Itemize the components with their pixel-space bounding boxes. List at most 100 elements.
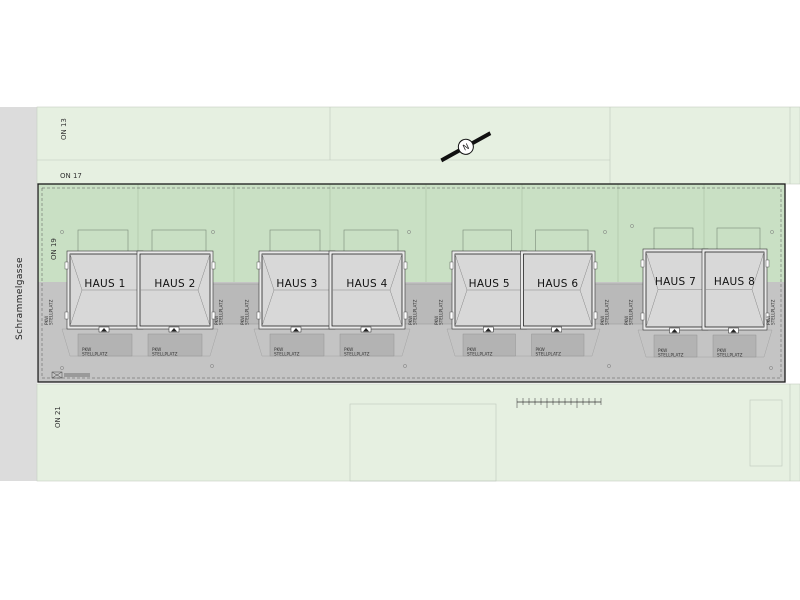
parking-label: PKW (82, 347, 91, 352)
window (256, 311, 261, 320)
roof-hip (389, 289, 403, 327)
roof-hip (579, 253, 593, 291)
entrance-arrow-icon (171, 328, 177, 332)
parking-space (147, 333, 203, 357)
parking-space (462, 333, 516, 357)
roof-hip (69, 253, 83, 291)
parking-label: PKW (536, 347, 545, 352)
parking-label: STELLPLATZ (658, 353, 684, 358)
entrance-arrow-icon (293, 328, 299, 332)
neighbor-label-upper: ON 17 (60, 172, 82, 180)
legend-text-block (64, 373, 90, 377)
roof-hip (454, 253, 468, 291)
parking-label: PKW (408, 316, 413, 325)
plot-inner-dash (41, 187, 782, 379)
neighbor-label-bottom: ON 21 (54, 406, 62, 428)
window (403, 261, 408, 270)
roof-hip (261, 253, 275, 291)
parking-label: PKW (467, 347, 476, 352)
house-label: HAUS 7 (655, 276, 696, 288)
parking-space (77, 333, 133, 357)
side-path (403, 283, 454, 325)
house: HAUS 6 (520, 250, 598, 333)
entrance-arrow-icon (730, 329, 737, 333)
legend-box (51, 371, 63, 379)
parking-label: STELLPLATZ (605, 299, 610, 325)
parking-label: STELLPLATZ (219, 299, 224, 325)
scale-bar-icon (516, 398, 602, 408)
parking-label: PKW (658, 348, 667, 353)
survey-points (60, 224, 774, 370)
roof-hip (197, 289, 211, 327)
plot-outline (37, 183, 786, 383)
parking-label: PKW (344, 347, 353, 352)
roof-hip (69, 289, 83, 327)
entrance-arrow-icon (671, 329, 678, 333)
parking-label: PKW (600, 316, 605, 325)
roof-hip (454, 289, 468, 327)
house-label: HAUS 8 (714, 276, 755, 288)
roof-hip (751, 289, 765, 328)
parking-label: STELLPLATZ (49, 299, 54, 325)
parking-label: PKW (240, 316, 245, 325)
window (256, 261, 261, 270)
window (765, 312, 770, 321)
window (449, 311, 454, 320)
roof-hip (197, 253, 211, 291)
parking-label: PKW (434, 316, 439, 325)
window (593, 261, 598, 270)
neighbor-lots (36, 106, 800, 482)
parking-label: STELLPLATZ (717, 353, 743, 358)
neighbor-label-top: ON 13 (60, 118, 68, 140)
parking-label: STELLPLATZ (82, 352, 108, 357)
svg-text:N: N (461, 142, 470, 153)
parking-label: PKW (274, 347, 283, 352)
roof-hip (751, 251, 765, 290)
entrance-arrow-icon (485, 328, 492, 332)
window (640, 259, 645, 268)
parking-label: STELLPLATZ (413, 299, 418, 325)
side-path (593, 283, 645, 325)
window (593, 311, 598, 320)
entrance-arrow-icon (553, 328, 560, 332)
parking-space (653, 334, 698, 358)
parking-label: STELLPLATZ (152, 352, 178, 357)
neighbor-label-left: ON 19 (50, 238, 58, 260)
street-name: Schrammelgasse (15, 257, 25, 340)
parking-label: STELLPLATZ (771, 299, 776, 325)
roof-hip (389, 253, 403, 291)
entrance-arrow-icon (101, 328, 107, 332)
window (211, 261, 216, 270)
parking-label: STELLPLATZ (274, 352, 300, 357)
house: HAUS 7 (640, 248, 709, 334)
parking-label: PKW (152, 347, 161, 352)
parking-label: PKW (717, 348, 726, 353)
house-label: HAUS 3 (276, 278, 317, 290)
parking-label: STELLPLATZ (439, 299, 444, 325)
parking-label: STELLPLATZ (344, 352, 370, 357)
house: HAUS 4 (328, 250, 408, 333)
parking-label: STELLPLATZ (245, 299, 250, 325)
parking-label: STELLPLATZ (536, 352, 562, 357)
parking-space (339, 333, 395, 357)
house-label: HAUS 1 (84, 278, 125, 290)
roof-hip (579, 289, 593, 327)
window (765, 259, 770, 268)
street-strip (0, 107, 37, 481)
house: HAUS 2 (136, 250, 216, 333)
roof-hip (261, 289, 275, 327)
window (64, 261, 69, 270)
house-label: HAUS 2 (154, 278, 195, 290)
window (640, 312, 645, 321)
neighbor-parcel-lines (37, 107, 791, 482)
parking-label: PKW (624, 316, 629, 325)
house-label: HAUS 6 (537, 278, 578, 290)
